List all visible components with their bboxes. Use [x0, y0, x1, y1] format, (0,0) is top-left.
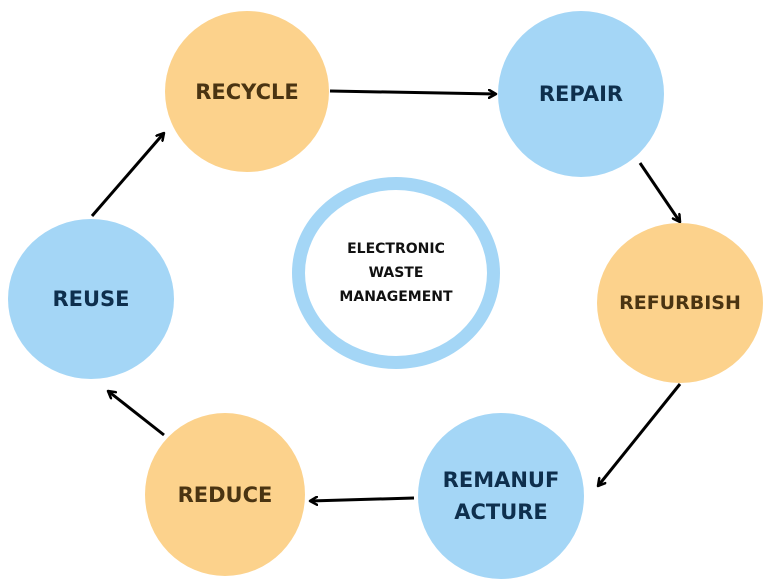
- node-reduce: REDUCE: [145, 413, 305, 576]
- node-remanufacture-label: REMANUF ACTURE: [442, 468, 560, 524]
- center-title-ring: ELECTRONIC WASTE MANAGEMENT: [292, 177, 500, 369]
- node-repair: REPAIR: [498, 11, 664, 177]
- arrow-reuse-to-recycle: [90, 133, 164, 217]
- node-recycle-label: RECYCLE: [195, 79, 299, 104]
- node-refurbish: REFURBISH: [597, 223, 763, 383]
- node-reuse: REUSE: [8, 219, 174, 379]
- arrow-remanufacture-to-reduce: [310, 498, 415, 501]
- arrow-refurbish-to-remanufacture: [598, 383, 682, 486]
- arrow-reduce-to-reuse: [108, 391, 165, 437]
- node-refurbish-label: REFURBISH: [619, 292, 741, 314]
- node-reuse-label: REUSE: [52, 287, 130, 311]
- node-remanufacture: REMANUF ACTURE: [418, 413, 584, 579]
- node-repair-label: REPAIR: [538, 82, 624, 106]
- node-reduce-label: REDUCE: [177, 482, 273, 507]
- diagram-title: ELECTRONIC WASTE MANAGEMENT: [339, 241, 453, 305]
- arrow-recycle-to-repair: [329, 91, 496, 94]
- arrow-repair-to-refurbish: [638, 162, 680, 222]
- node-recycle: RECYCLE: [165, 11, 329, 172]
